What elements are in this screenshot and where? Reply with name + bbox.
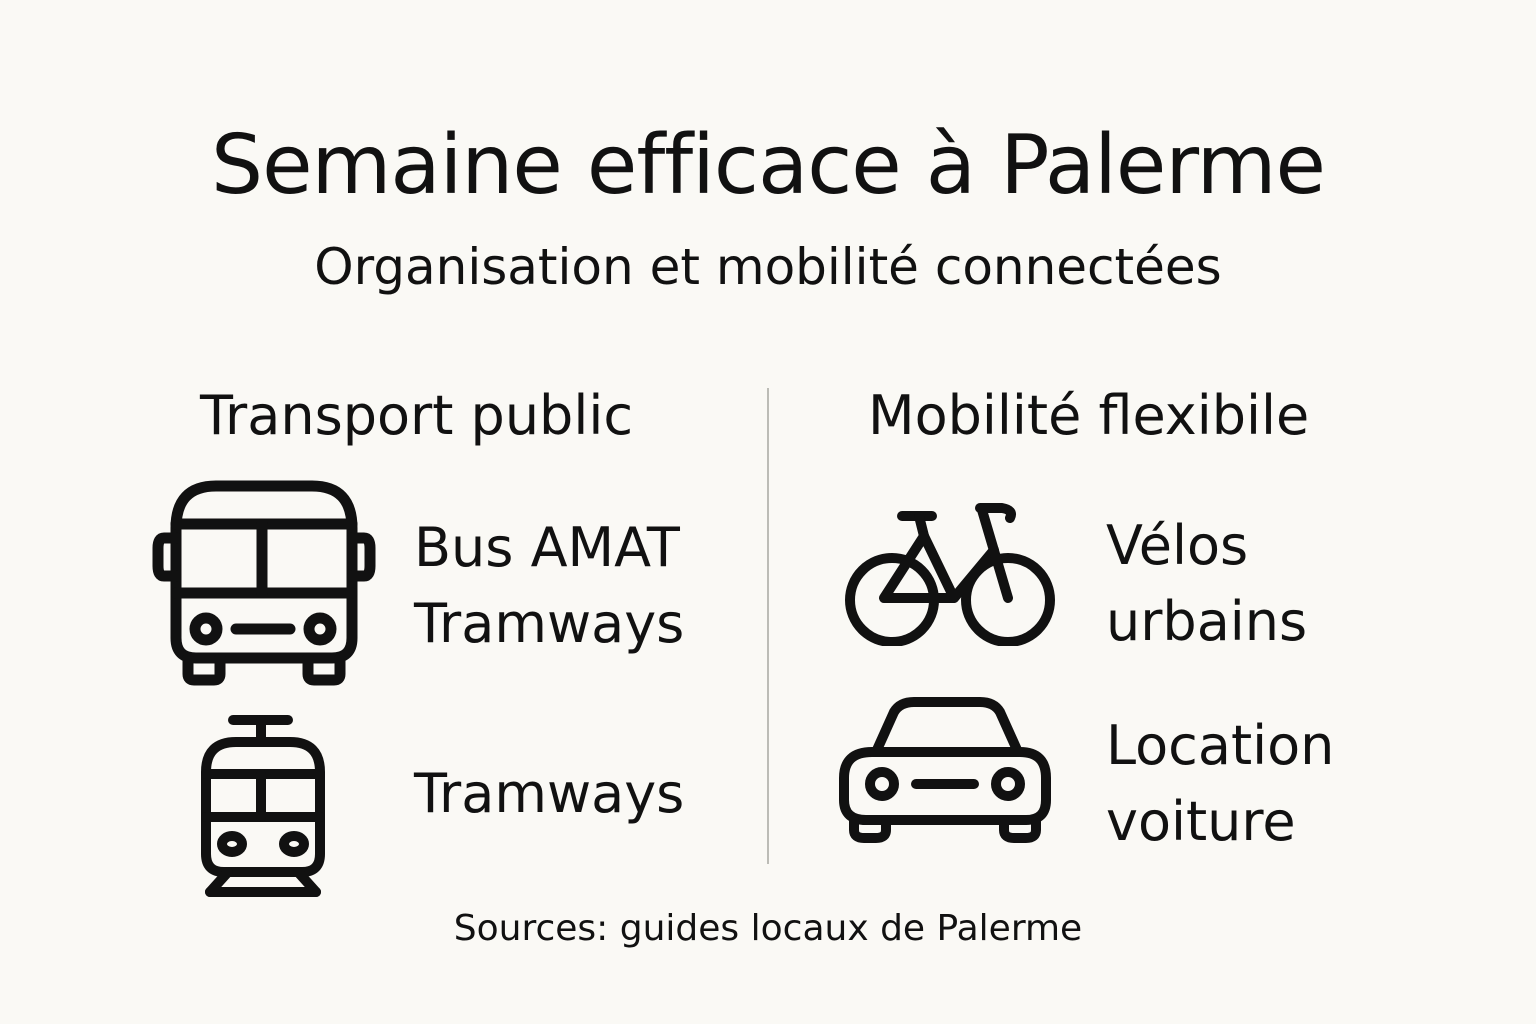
bus-label-line1: Bus AMAT bbox=[414, 516, 680, 579]
column-heading-public-transport: Transport public bbox=[200, 384, 634, 447]
bicycle-labels: Vélos urbains bbox=[1106, 508, 1307, 660]
bicycle-label-line2: urbains bbox=[1106, 590, 1308, 653]
tram-icon bbox=[201, 715, 325, 897]
column-divider bbox=[767, 388, 769, 864]
car-label-line1: Location bbox=[1106, 714, 1335, 777]
page-title: Semaine efficace à Palerme bbox=[211, 118, 1326, 213]
page-subtitle: Organisation et mobilité connectées bbox=[314, 238, 1222, 296]
column-heading-flexible-mobility: Mobilité flexibile bbox=[868, 384, 1310, 447]
tram-label: Tramways bbox=[414, 762, 685, 825]
source-note: Sources: guides locaux de Palerme bbox=[453, 908, 1083, 949]
bicycle-label-line1: Vélos bbox=[1106, 514, 1249, 577]
car-label-line2: voiture bbox=[1106, 790, 1296, 853]
bicycle-icon bbox=[845, 503, 1055, 646]
bus-label-line2: Tramways bbox=[414, 592, 685, 655]
car-labels: Location voiture bbox=[1106, 708, 1334, 860]
bus-labels: Bus AMAT Tramways bbox=[414, 510, 684, 662]
car-icon bbox=[839, 697, 1051, 843]
bus-icon bbox=[152, 480, 376, 686]
